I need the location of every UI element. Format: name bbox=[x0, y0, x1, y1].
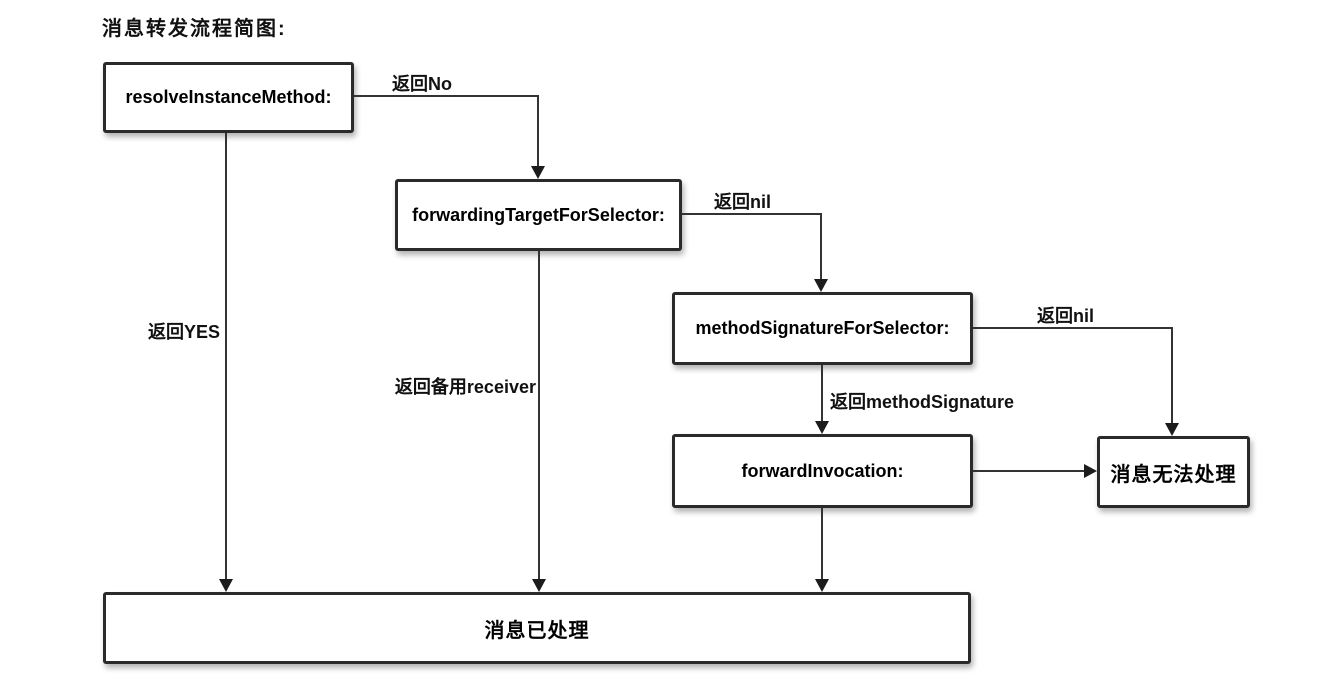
connector-resolve-to-forwarding-h bbox=[354, 95, 539, 97]
arrowhead-down-icon bbox=[532, 579, 546, 592]
node-message-handled: 消息已处理 bbox=[103, 592, 971, 664]
connector-forwarding-to-handled-v bbox=[538, 251, 540, 581]
diagram-title: 消息转发流程简图: bbox=[102, 18, 287, 40]
edge-label-return-yes: 返回YES bbox=[147, 322, 220, 342]
connector-resolve-to-handled-v bbox=[225, 133, 227, 581]
arrowhead-down-icon bbox=[531, 166, 545, 179]
node-forwarding-target-for-selector: forwardingTargetForSelector: bbox=[395, 179, 682, 251]
arrowhead-down-icon bbox=[814, 279, 828, 292]
edge-label-return-nil-1: 返回nil bbox=[714, 192, 771, 212]
edge-label-return-no: 返回No bbox=[392, 74, 452, 94]
arrowhead-down-icon bbox=[1165, 423, 1179, 436]
node-method-signature-for-selector: methodSignatureForSelector: bbox=[672, 292, 973, 365]
node-resolve-instance-method: resolveInstanceMethod: bbox=[103, 62, 354, 133]
connector-signature-to-unhandled-h bbox=[973, 327, 1173, 329]
connector-signature-to-invocation-v bbox=[821, 365, 823, 423]
arrowhead-right-icon bbox=[1084, 464, 1097, 478]
connector-resolve-to-forwarding-v bbox=[537, 95, 539, 167]
arrowhead-down-icon bbox=[219, 579, 233, 592]
edge-label-return-backup-receiver: 返回备用receiver bbox=[394, 377, 536, 397]
connector-invocation-to-unhandled-h bbox=[973, 470, 1085, 472]
edge-label-return-method-signature: 返回methodSignature bbox=[830, 392, 1015, 412]
node-message-unhandled: 消息无法处理 bbox=[1097, 436, 1250, 508]
connector-forwarding-to-signature-v bbox=[820, 213, 822, 281]
node-forward-invocation: forwardInvocation: bbox=[672, 434, 973, 508]
connector-forwarding-to-signature-h bbox=[682, 213, 822, 215]
connector-signature-to-unhandled-v bbox=[1171, 327, 1173, 424]
arrowhead-down-icon bbox=[815, 579, 829, 592]
connector-invocation-to-handled-v bbox=[821, 508, 823, 581]
arrowhead-down-icon bbox=[815, 421, 829, 434]
edge-label-return-nil-2: 返回nil bbox=[1037, 306, 1094, 326]
